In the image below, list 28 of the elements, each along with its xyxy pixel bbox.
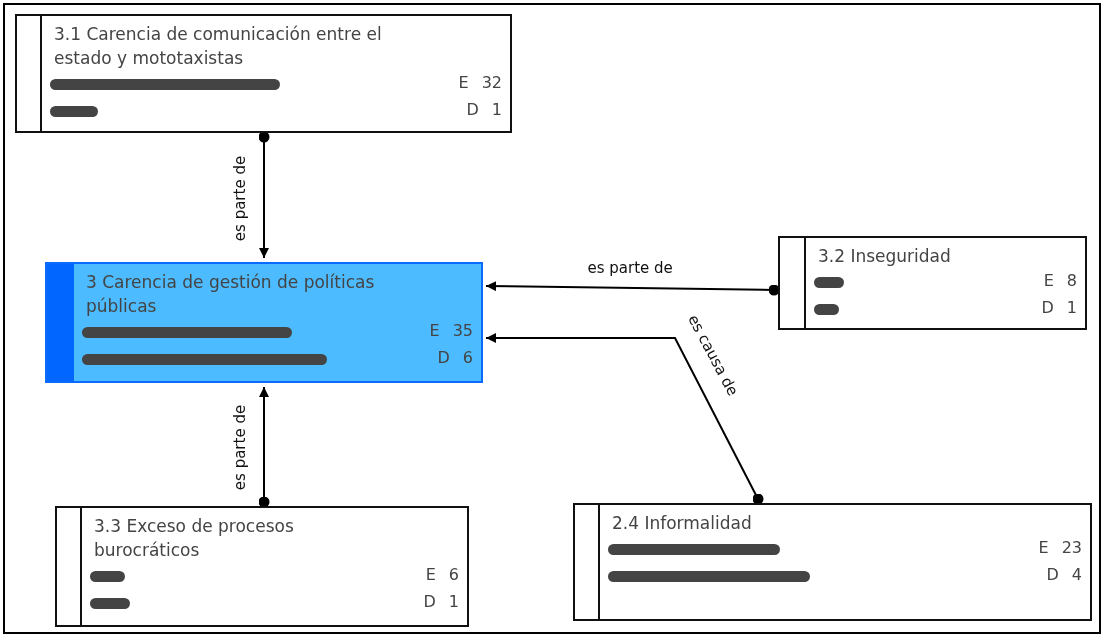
arrow [485, 333, 764, 505]
code-box [778, 236, 1087, 330]
arrow [258, 131, 270, 259]
groundedness-count: E 35 [429, 321, 473, 340]
edge-label: es parte de [231, 403, 249, 492]
groundedness-count: E 23 [1038, 538, 1082, 557]
arrow [485, 281, 780, 296]
groundedness-count: E 32 [458, 73, 502, 92]
code-box [573, 503, 1092, 621]
code-name: 3.1 Carencia de comunicación entre el estado y mototaxistas [54, 23, 383, 70]
groundedness-count: E 6 [425, 565, 459, 584]
code-name: 3.3 Exceso de procesos burocráticos [94, 515, 295, 562]
code-name: 3.2 Inseguridad [818, 245, 952, 268]
selected-code-box [45, 262, 483, 383]
density-count: D 4 [1046, 565, 1082, 584]
density-count: D 1 [423, 592, 459, 611]
code-name: 2.4 Informalidad [612, 512, 753, 535]
density-count: D 1 [1041, 298, 1077, 317]
arrow [258, 386, 270, 508]
density-count: D 1 [466, 100, 502, 119]
edge-label: es parte de [585, 259, 675, 277]
code-box [55, 506, 469, 627]
groundedness-count: E 8 [1043, 271, 1077, 290]
edge-label: es parte de [231, 154, 249, 243]
density-count: D 6 [437, 348, 473, 367]
code-name: 3 Carencia de gestión de políticas públicas [86, 271, 376, 318]
code-box [15, 14, 512, 133]
edge-label: es causa de [682, 310, 742, 401]
